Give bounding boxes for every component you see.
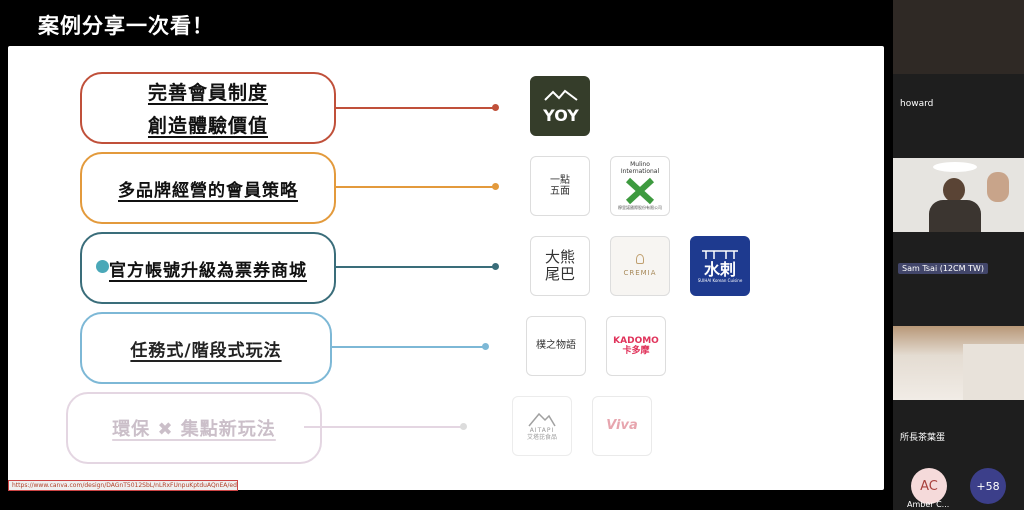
logo-cremia: CREMIA [610, 236, 670, 296]
connector-dot [460, 423, 467, 430]
participant-name: howard [900, 99, 934, 109]
participant-tile[interactable] [893, 158, 1024, 232]
item-mission-play: 任務式/階段式玩法 [80, 312, 332, 384]
item-text-line1: 任務式/階段式玩法 [130, 340, 282, 361]
participants-sidebar: howard Sam Tsai (12CM TW) 所長茶葉蛋 AC +58 A… [893, 0, 1024, 510]
connector-dot [492, 263, 499, 270]
connector-line [332, 346, 484, 348]
cremia-mark-icon [636, 254, 644, 265]
logo-mulino-sub: 穆里諾國際股份有限公司 [618, 204, 662, 210]
slide-title: 案例分享一次看！ [38, 14, 214, 38]
shared-slide: 案例分享一次看！ 完善會員制度 創造體驗價值 多品牌經營的會員策略 官方帳號升級… [8, 0, 884, 491]
connector-line [336, 266, 494, 268]
logo-aitapi-text: AITAPI [529, 427, 555, 435]
person-body [929, 200, 981, 232]
logo-bear: 大熊 尾巴 [530, 236, 590, 296]
avatar-ac[interactable]: AC [911, 468, 947, 504]
logo-viva: Viva [592, 396, 652, 456]
status-url-bar: https://www.canva.com/design/DAGnT5012Sb… [8, 480, 238, 491]
connector-line [304, 426, 462, 428]
connector-dot [482, 343, 489, 350]
item-text-line2: 創造體驗價值 [147, 115, 268, 137]
cursor-dot [96, 260, 109, 273]
logo-aitapi-sub: 艾塔芘食品 [526, 434, 557, 441]
light-fixture [933, 162, 977, 172]
logo-yoy: YOY [530, 76, 590, 136]
hand-silhouette [987, 172, 1009, 202]
slide-canvas: 完善會員制度 創造體驗價值 多品牌經營的會員策略 官方帳號升級為票券商城 任務式… [8, 46, 884, 490]
connector-line [336, 107, 494, 109]
mountain-icon [528, 412, 556, 427]
connector-line [336, 186, 494, 188]
connector-dot [492, 104, 499, 111]
item-text-line1: 環保 ✖ 集點新玩法 [112, 419, 276, 440]
item-text-line1: 完善會員制度 [147, 82, 268, 104]
item-ticket-mall: 官方帳號升級為票券商城 [80, 232, 336, 304]
mountain-icon [544, 89, 578, 101]
logo-kadomo: KADOMO 卡多摩 [606, 316, 666, 376]
participant-name-badge: Sam Tsai (12CM TW) [898, 263, 988, 274]
logo-bear-text: 大熊 尾巴 [544, 247, 575, 283]
logo-mulino: Mulino International 穆里諾國際股份有限公司 [610, 156, 670, 216]
participant-tile[interactable] [893, 0, 1024, 74]
roof-icon [702, 249, 738, 259]
item-text-line1: 官方帳號升級為票券商城 [109, 260, 307, 281]
item-multi-brand: 多品牌經營的會員策略 [80, 152, 336, 224]
more-participants-button[interactable]: +58 [970, 468, 1006, 504]
participant-tile[interactable] [893, 326, 1024, 400]
logo-aitapi: AITAPI 艾塔芘食品 [512, 396, 572, 456]
item-membership-system: 完善會員制度 創造體驗價值 [80, 72, 336, 144]
connector-dot [492, 183, 499, 190]
person-silhouette [943, 178, 965, 202]
item-text-line1: 多品牌經營的會員策略 [118, 180, 298, 201]
logo-suihi-sub: SUIHAI Korean Cuisine [697, 277, 743, 283]
logo-ichiten: 一點 五面 [530, 156, 590, 216]
logo-kadomo-text: KADOMO 卡多摩 [613, 335, 659, 356]
logo-yoy-text: YOY [543, 106, 579, 125]
logo-ichiten-text: 一點 五面 [550, 174, 570, 198]
logo-shuzhi: 樸之物語 [526, 316, 586, 376]
logo-suihi-text: 水剌 [703, 259, 736, 279]
logo-cremia-text: CREMIA [623, 269, 657, 278]
windmill-icon [625, 177, 655, 204]
video-feed [893, 0, 1024, 74]
participant-name: Amber C... [907, 500, 950, 509]
room-wall [963, 344, 1024, 400]
item-eco-points: 環保 ✖ 集點新玩法 [66, 392, 322, 464]
participant-name: 所長茶葉蛋 [900, 433, 946, 443]
logo-viva-text: Viva [606, 417, 638, 433]
logo-mulino-text: Mulino International [620, 160, 660, 175]
logo-suihi: 水剌 SUIHAI Korean Cuisine [690, 236, 750, 296]
logo-shuzhi-text: 樸之物語 [536, 340, 576, 352]
